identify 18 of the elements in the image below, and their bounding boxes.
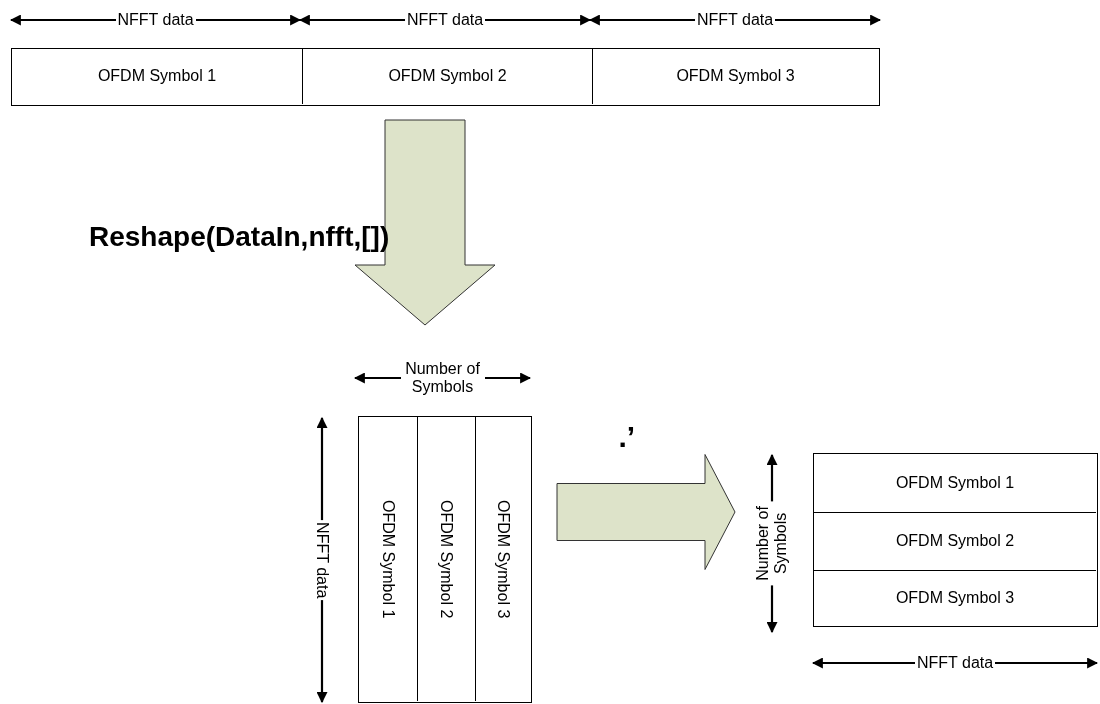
symbol-label: OFDM Symbol 3 <box>895 588 1015 608</box>
edge-label: .’ <box>618 419 636 453</box>
edge-label: Reshape(DataIn,nfft,[]) <box>89 222 390 253</box>
block-arrow <box>354 119 496 326</box>
symbol-table <box>813 453 1098 627</box>
symbol-label: OFDM Symbol 1 <box>97 67 217 86</box>
symbol-table <box>358 416 532 703</box>
symbol-label: OFDM Symbol 2 <box>895 532 1015 551</box>
dimension-label: Number of Symbols <box>400 359 485 397</box>
symbol-label: OFDM Symbol 1 <box>895 473 1015 493</box>
symbol-label: OFDM Symbol 2 <box>437 499 456 619</box>
symbol-label: OFDM Symbol 1 <box>379 499 398 619</box>
dimension-label: Number of Symbols <box>753 501 791 586</box>
symbol-label: OFDM Symbol 3 <box>494 499 513 619</box>
block-arrow <box>556 454 736 570</box>
symbol-table <box>11 48 880 106</box>
symbol-label: OFDM Symbol 3 <box>676 67 795 86</box>
symbol-label: OFDM Symbol 2 <box>388 67 507 86</box>
